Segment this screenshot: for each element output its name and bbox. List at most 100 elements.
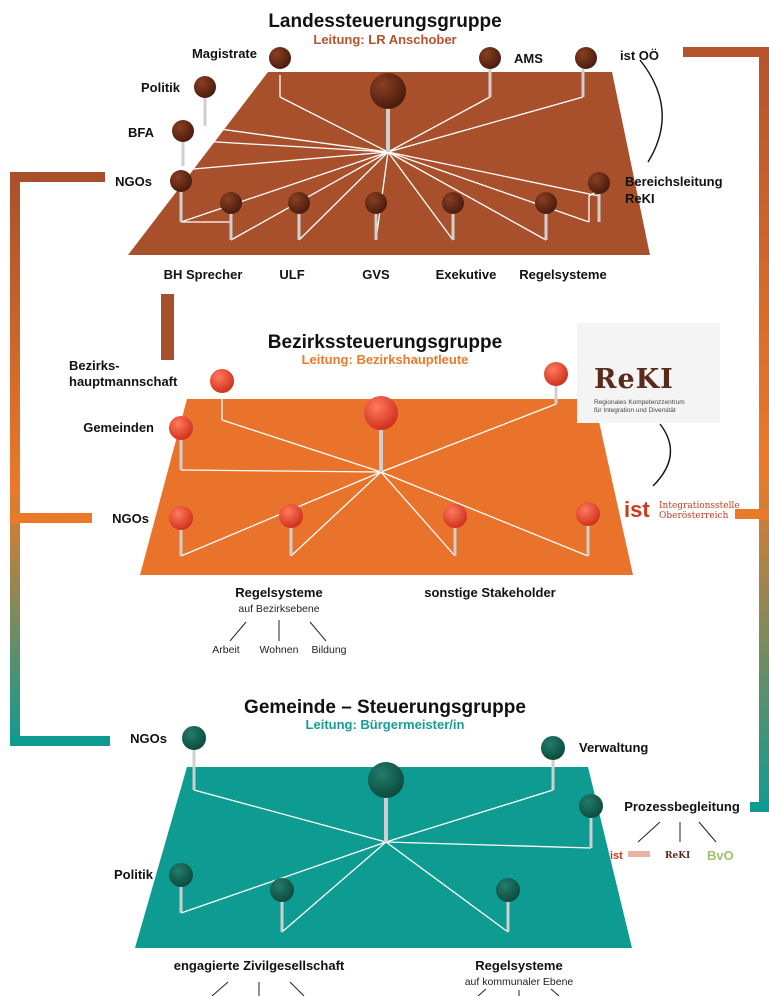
- gemeinde-leitung: Leitung: Bürgermeister/in: [306, 717, 465, 732]
- label-zivilgesellschaft: engagierte Zivilgesellschaft: [174, 958, 345, 973]
- bezirk-section: Bezirkssteuerungsgruppe Leitung: Bezirks…: [69, 323, 740, 656]
- gemeinde-hub-pin: [368, 762, 404, 798]
- pin-ist-bezirk: [576, 502, 600, 526]
- pin-gemeinden: [169, 416, 193, 440]
- label-regelsysteme-land: Regelsysteme: [519, 267, 606, 282]
- label-bfa: BFA: [128, 125, 155, 140]
- bezirk-hub-pin: [364, 396, 398, 430]
- mini-logo-ist: ist: [610, 850, 623, 862]
- label-ngos-bezirk: NGOs: [112, 511, 149, 526]
- reki-logo: ReKI Regionales Kompetenzzentrum für Int…: [577, 323, 720, 423]
- gemeinde-title: Gemeinde – Steuerungsgruppe: [244, 697, 526, 718]
- ist-logo-line2: Oberösterreich: [659, 511, 729, 521]
- pin-regelsysteme-gemeinde: [496, 878, 520, 902]
- ist-logo: ist Integrationsstelle Oberösterreich: [624, 497, 740, 522]
- land-hub-pin: [370, 73, 406, 109]
- bezirk-leitung: Leitung: Bezirkshauptleute: [302, 352, 469, 367]
- label-bereichsleitung-2: ReKI: [625, 191, 655, 206]
- gemeinde-labels: NGOs Verwaltung Prozessbegleitung Politi…: [114, 731, 740, 996]
- land-bracket-arc: [639, 59, 663, 163]
- pin-ulf: [288, 192, 310, 214]
- reki-logo-wordmark: ReKI: [594, 364, 674, 395]
- label-bereichsleitung-1: Bereichsleitung: [625, 174, 723, 189]
- land-section: Landessteuerungsgruppe Leitung: LR Ansch…: [115, 11, 722, 282]
- gemeinde-pins: [169, 726, 603, 932]
- pin-bereichsleitung: [588, 172, 610, 194]
- bezirk-regelsysteme-fanout: [229, 620, 327, 642]
- pin-reki-bezirk: [544, 362, 568, 386]
- label-ams: AMS: [514, 51, 543, 66]
- bezirk-title: Bezirkssteuerungsgruppe: [268, 332, 502, 353]
- pin-ams: [479, 47, 501, 69]
- label-sonstige: sonstige Stakeholder: [424, 585, 555, 600]
- label-regelsysteme-gemeinde: Regelsysteme: [475, 958, 562, 973]
- label-exekutive: Exekutive: [436, 267, 497, 282]
- label-wohnen: Wohnen: [260, 644, 299, 656]
- label-verwaltung: Verwaltung: [579, 740, 648, 755]
- right-connector-bracket: [683, 47, 769, 812]
- left-connector-bracket: [10, 172, 110, 746]
- label-gvs: GVS: [362, 267, 390, 282]
- land-bezirk-connector: [161, 294, 174, 360]
- land-title: Landessteuerungsgruppe: [268, 11, 501, 32]
- label-ist-ooe: ist OÖ: [620, 48, 659, 63]
- label-prozessbegleitung: Prozessbegleitung: [624, 799, 740, 814]
- pin-prozessbegleitung: [579, 794, 603, 818]
- label-bildung: Bildung: [311, 644, 346, 656]
- gemeinde-spokes: [180, 789, 592, 933]
- label-regelsysteme-gemeinde-sub: auf kommunaler Ebene: [465, 976, 574, 988]
- ist-logo-line1: Integrationsstelle: [659, 501, 740, 511]
- mini-logo-reki: ReKI: [665, 851, 690, 861]
- mini-logo-ist-lines: [628, 851, 650, 857]
- land-pins: [170, 47, 610, 240]
- pin-exekutive: [442, 192, 464, 214]
- pin-ngos-bezirk: [169, 506, 193, 530]
- land-labels: Magistrate AMS ist OÖ Politik BFA NGOs B…: [115, 46, 722, 282]
- pin-ngos-land: [170, 170, 192, 192]
- pin-verwaltung: [541, 736, 565, 760]
- pin-zivilgesellschaft: [270, 878, 294, 902]
- pin-regelsysteme-land: [535, 192, 557, 214]
- pin-bh-sprecher: [220, 192, 242, 214]
- pin-ngos-gemeinde: [182, 726, 206, 750]
- pin-gvs: [365, 192, 387, 214]
- label-bh-sprecher: BH Sprecher: [164, 267, 243, 282]
- pin-regelsysteme-bezirk: [279, 504, 303, 528]
- label-politik-land: Politik: [141, 80, 181, 95]
- land-leitung: Leitung: LR Anschober: [313, 32, 456, 47]
- zivil-fanout: [211, 981, 305, 996]
- label-politik-gemeinde: Politik: [114, 867, 154, 882]
- label-regelsysteme-bezirk: Regelsysteme: [235, 585, 322, 600]
- label-ulf: ULF: [279, 267, 304, 282]
- land-spokes: [180, 68, 600, 241]
- label-bezirks-1: Bezirks-: [69, 358, 120, 373]
- regelsysteme-gemeinde-fanout: [477, 988, 560, 996]
- pin-bezirkshauptmannschaft: [210, 369, 234, 393]
- ist-logo-mark: ist: [624, 497, 650, 522]
- pin-ist-ooe: [575, 47, 597, 69]
- label-magistrate: Magistrate: [192, 46, 257, 61]
- prozessbegleitung-fanout: [637, 821, 717, 843]
- land-plane: [128, 72, 650, 255]
- label-bezirks-2: hauptmannschaft: [69, 374, 178, 389]
- pin-bfa: [172, 120, 194, 142]
- label-ngos-land: NGOs: [115, 174, 152, 189]
- bezirk-bracket-arc: [652, 423, 672, 487]
- label-gemeinden: Gemeinden: [83, 420, 154, 435]
- mini-logo-bvo: BvO: [707, 848, 734, 863]
- bezirk-plane: [140, 399, 633, 575]
- pin-magistrate: [269, 47, 291, 69]
- label-regelsysteme-bezirk-sub: auf Bezirksebene: [238, 603, 319, 615]
- bezirk-pins: [169, 362, 600, 556]
- bezirk-labels: Bezirks- hauptmannschaft Gemeinden NGOs …: [69, 358, 556, 656]
- reki-logo-line2: für Integration und Diversität: [594, 407, 676, 414]
- pin-politik-gemeinde: [169, 863, 193, 887]
- prozessbegleitung-logos: ist ReKI BvO: [610, 848, 734, 863]
- reki-logo-line1: Regionales Kompetenzzentrum: [594, 399, 685, 406]
- gemeinde-section: Gemeinde – Steuerungsgruppe Leitung: Bür…: [114, 697, 740, 996]
- pin-politik-land: [194, 76, 216, 98]
- label-ngos-gemeinde: NGOs: [130, 731, 167, 746]
- pin-sonstige-stakeholder: [443, 504, 467, 528]
- label-arbeit: Arbeit: [212, 644, 240, 656]
